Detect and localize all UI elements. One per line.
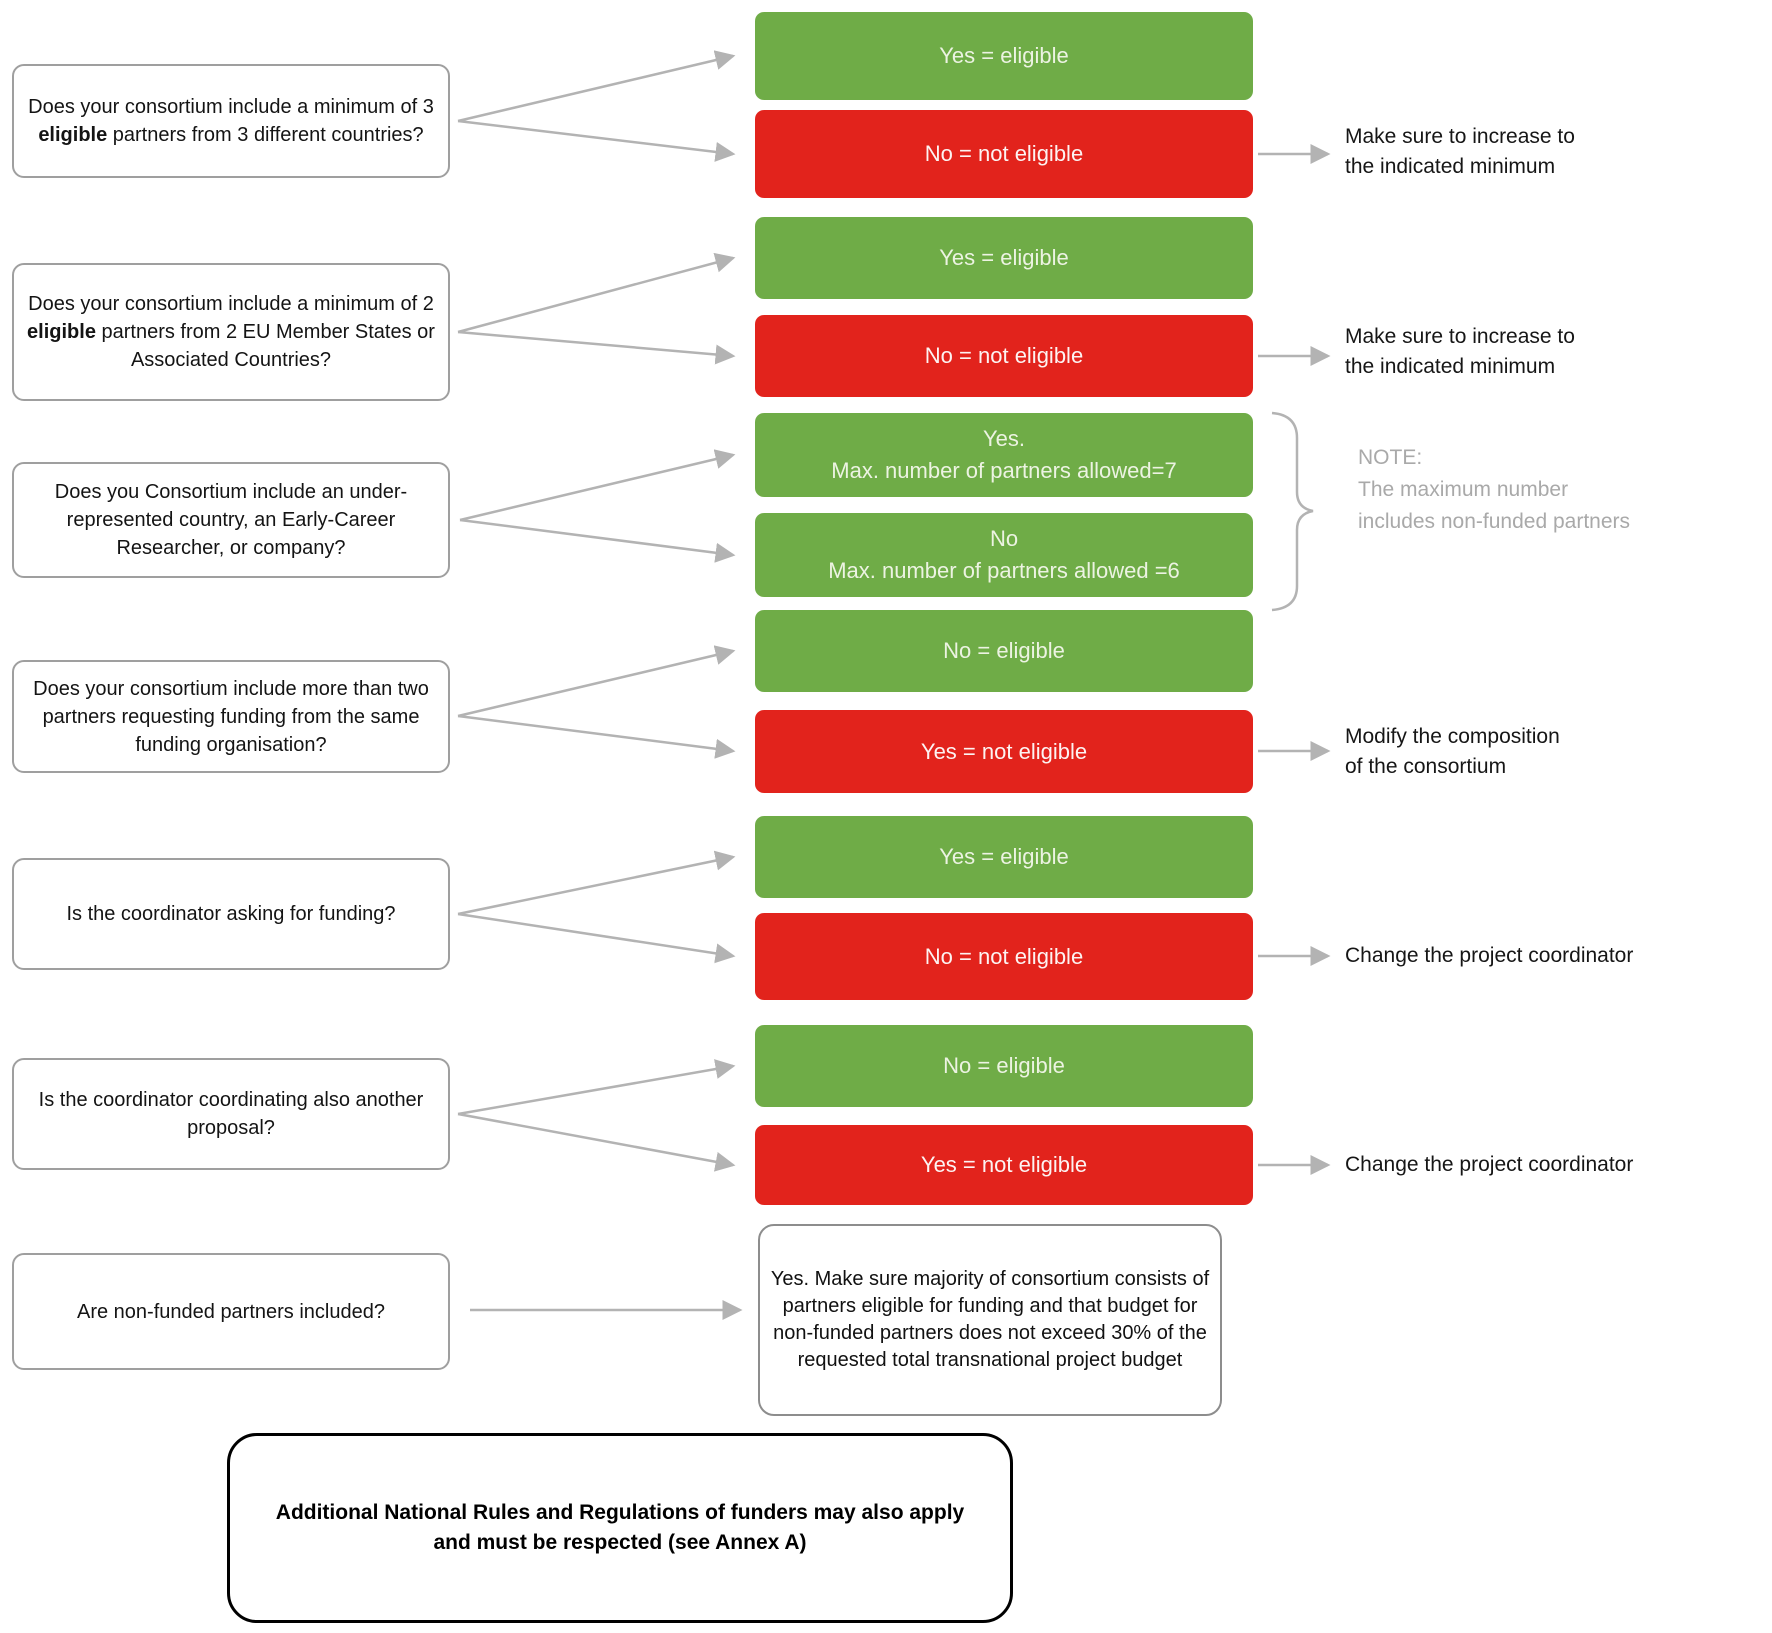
connector-q4-no: [457, 645, 736, 718]
answer-label: Yes = eligible: [939, 245, 1069, 270]
answer-label: No = not eligible: [924, 343, 1084, 368]
answer-label-line2: Max. number of partners allowed =6: [828, 558, 1180, 583]
answer-label: No = not eligible: [924, 943, 1084, 969]
note-max-number: NOTE: The maximum number includes non-fu…: [1358, 446, 1631, 533]
connector-q6-yes: [457, 1112, 736, 1172]
question-text: Are non-funded partners included?: [77, 1300, 385, 1323]
answer-label-line2: Max. number of partners allowed=7: [831, 458, 1177, 483]
connector-q5-no: [457, 912, 736, 964]
answer-box-q2-no-not-eligible: No = not eligible: [755, 315, 1253, 397]
action-text-change-coordinator-2: Change the project coordinator: [1345, 1153, 1634, 1176]
connector-q3-yes: [459, 449, 736, 522]
question-text: Does your consortium include a minimum o…: [27, 293, 435, 371]
answer-label: No = eligible: [943, 1053, 1065, 1078]
question-box-non-funded-partners: Are non-funded partners included?: [12, 1253, 450, 1370]
question-text: Does your consortium include a minimum o…: [28, 96, 434, 146]
connector-q3-no: [459, 518, 736, 563]
answer-box-q2-yes-eligible: Yes = eligible: [755, 217, 1253, 299]
action-text-change-coordinator-1: Change the project coordinator: [1345, 944, 1634, 967]
answer-label: Yes = eligible: [939, 43, 1069, 68]
answer-label: Yes = eligible: [939, 844, 1069, 869]
footer-text: Additional National Rules and Regulation…: [275, 1501, 965, 1554]
question-box-min-2-eu-partners: Does your consortium include a minimum o…: [12, 263, 450, 401]
answer-box-q5-no-not-eligible: No = not eligible: [755, 913, 1253, 1000]
outcome-box-non-funded-partners: Yes. Make sure majority of consortium co…: [758, 1224, 1222, 1416]
question-text: Does you Consortium include an under-rep…: [54, 481, 408, 559]
connector-q1-yes: [457, 50, 736, 123]
answer-box-q6-yes-not-eligible: Yes = not eligible: [755, 1125, 1253, 1205]
footer-national-rules-box: Additional National Rules and Regulation…: [227, 1433, 1013, 1623]
question-box-underrepresented: Does you Consortium include an under-rep…: [12, 462, 450, 578]
answer-box-q1-no-not-eligible: No = not eligible: [755, 110, 1253, 198]
answer-box-q6-no-eligible: No = eligible: [755, 1025, 1253, 1107]
connector-q2-no: [457, 330, 736, 365]
answer-box-q4-yes-not-eligible: Yes = not eligible: [755, 710, 1253, 793]
connector-q4-yes: [457, 714, 736, 759]
question-text: Is the coordinator coordinating also ano…: [38, 1089, 424, 1139]
question-box-coordinator-other-proposal: Is the coordinator coordinating also ano…: [12, 1058, 450, 1170]
question-text: Does your consortium include more than t…: [33, 677, 429, 756]
outcome-text: Yes. Make sure majority of consortium co…: [770, 1268, 1210, 1371]
answer-label: No: [989, 526, 1019, 551]
answer-box-q3-yes-max-7: Yes. Max. number of partners allowed=7: [755, 413, 1253, 497]
question-box-coordinator-funding: Is the coordinator asking for funding?: [12, 858, 450, 970]
answer-box-q4-no-eligible: No = eligible: [755, 610, 1253, 692]
connector-q2-yes: [457, 252, 736, 334]
answer-label: Yes = not eligible: [920, 1152, 1088, 1177]
answer-box-q5-yes-eligible: Yes = eligible: [755, 816, 1253, 898]
answer-label: No = eligible: [943, 638, 1065, 663]
answer-box-q1-yes-eligible: Yes = eligible: [755, 12, 1253, 100]
connector-q5-yes: [457, 850, 736, 916]
question-box-same-funder: Does your consortium include more than t…: [12, 660, 450, 773]
answer-label: No = not eligible: [924, 141, 1084, 166]
connector-q6-no: [457, 1059, 736, 1116]
question-text: Is the coordinator asking for funding?: [66, 903, 396, 925]
note-bracket: [1271, 411, 1314, 612]
answer-label: Yes = not eligible: [920, 738, 1088, 764]
question-box-min-3-partners: Does your consortium include a minimum o…: [12, 64, 450, 178]
answer-label: Yes.: [982, 426, 1025, 451]
connector-q1-no: [457, 119, 736, 162]
